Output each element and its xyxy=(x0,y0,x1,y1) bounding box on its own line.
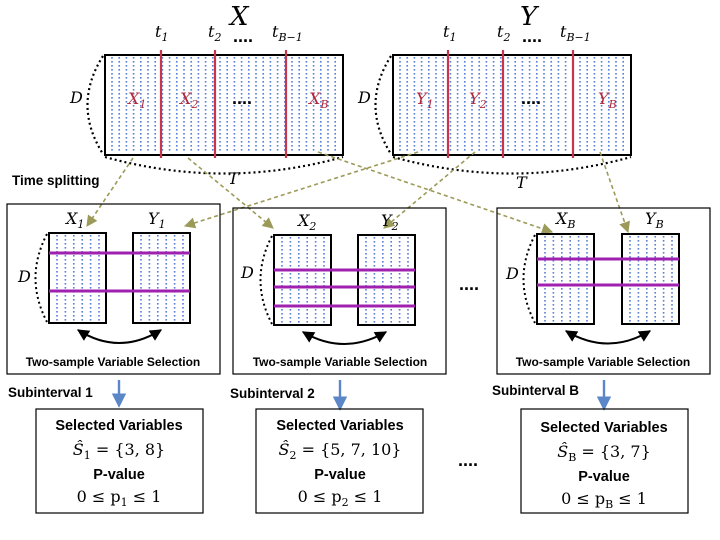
subinterval-b-label: Subinterval B xyxy=(492,383,579,398)
x-tick-1: t1 xyxy=(155,22,168,44)
panel-1-caption: Two-sample Variable Selection xyxy=(26,355,201,369)
result-b-set: ŜB = {3, 7} xyxy=(557,441,651,464)
x-t-label: T xyxy=(228,169,240,188)
y-t-label: T xyxy=(516,173,528,192)
panel-b-y-label: YB xyxy=(645,209,664,231)
x-tick-dots: .... xyxy=(233,26,253,46)
panel-2-y-label: Y2 xyxy=(381,211,399,233)
x-d-label: D xyxy=(69,88,83,107)
result-2-title: Selected Variables xyxy=(276,418,403,434)
subinterval-1-label: Subinterval 1 xyxy=(8,385,93,400)
arrow-xb-to-panelb xyxy=(317,151,554,235)
top-y-block: Y t1 t2 .... tB−1 Y1 Y2 .... YB D T xyxy=(357,2,632,192)
panel-b-d-label: D xyxy=(505,264,519,283)
x-tick-2: t2 xyxy=(208,22,221,44)
panel-2-compare-arrow xyxy=(301,331,388,345)
result-2-pvalue-label: P-value xyxy=(314,467,366,483)
panel-2-d-brace xyxy=(259,235,273,325)
results-between-dots: .... xyxy=(458,450,478,470)
panel-2: X2 Y2 D Two-sample Variable Selection xyxy=(232,207,447,375)
split-arrows xyxy=(86,151,630,235)
result-b-pvalue-label: P-value xyxy=(578,469,630,485)
result-box-2-frame xyxy=(255,408,424,514)
panel-2-frame xyxy=(232,207,447,375)
top-x-block: X t1 t2 .... tB−1 X1 X2 .... XB D T xyxy=(69,2,344,188)
result-1-set: Ŝ1 = {3, 8} xyxy=(73,439,165,462)
time-splitting-label: Time splitting xyxy=(12,173,100,188)
panels-between-dots: .... xyxy=(459,274,479,294)
result-1-title: Selected Variables xyxy=(55,418,182,434)
arrow-x2-to-panel2 xyxy=(187,157,274,229)
y-segment-2: Y2 xyxy=(469,89,487,111)
panel-b-compare-arrow xyxy=(564,330,652,345)
y-segment-1: Y1 xyxy=(416,89,434,111)
x-segment-1: X1 xyxy=(126,89,146,111)
panel-1-compare-arrow xyxy=(76,329,163,344)
result-1-pvalue-range: 0 ≤ p1 ≤ 1 xyxy=(77,487,162,509)
y-matrix-columns xyxy=(399,57,625,153)
y-tick-2: t2 xyxy=(497,22,510,44)
result-2-pvalue-range: 0 ≤ p2 ≤ 1 xyxy=(298,487,383,509)
x-d-brace xyxy=(86,55,104,155)
arrow-x1-to-panel1 xyxy=(86,157,134,227)
panel-2-d-label: D xyxy=(240,263,254,282)
result-2-set: Ŝ2 = {5, 7, 10} xyxy=(279,439,402,462)
panel-1-y-label: Y1 xyxy=(148,209,166,231)
result-box-1: Selected Variables Ŝ1 = {3, 8} P-value 0… xyxy=(35,408,204,514)
y-middle-dots: .... xyxy=(521,88,541,108)
subinterval-2-label: Subinterval 2 xyxy=(230,386,315,401)
arrow-y1-to-panel1 xyxy=(183,151,419,229)
panel-1-x-label: X1 xyxy=(64,209,84,231)
panel-2-caption: Two-sample Variable Selection xyxy=(253,355,428,369)
x-matrix-frame xyxy=(104,54,344,156)
x-matrix-columns xyxy=(111,57,337,153)
panel-b-x-label: XB xyxy=(554,209,575,231)
y-segment-b: YB xyxy=(598,89,617,111)
y-t-brace xyxy=(392,155,632,175)
panel-b: XB YB D Two-sample Variable Selection xyxy=(496,207,711,375)
panel-1-d-brace xyxy=(34,233,48,323)
y-tick-1: t1 xyxy=(443,22,456,44)
panel-1-frame xyxy=(6,203,221,375)
x-t-brace xyxy=(104,155,344,175)
result-box-b: Selected Variables ŜB = {3, 7} P-value 0… xyxy=(520,408,689,514)
arrow-yb-to-panelb xyxy=(599,151,630,234)
x-segment-2: X2 xyxy=(178,89,198,111)
panel-b-frame xyxy=(496,207,711,375)
panel-b-y-matrix xyxy=(621,233,680,325)
y-matrix-frame xyxy=(392,54,632,156)
x-segment-b: XB xyxy=(307,89,328,111)
panel-1-d-label: D xyxy=(17,267,31,286)
y-tick-dots: .... xyxy=(522,26,542,46)
y-d-label: D xyxy=(357,88,371,107)
result-box-2: Selected Variables Ŝ2 = {5, 7, 10} P-val… xyxy=(255,408,424,514)
y-d-brace xyxy=(374,55,392,155)
panel-b-caption: Two-sample Variable Selection xyxy=(516,355,691,369)
panel-1-y-matrix xyxy=(132,232,191,324)
panel-1: X1 Y1 D Two-sample Variable Selection xyxy=(6,203,221,375)
y-tick-3: tB−1 xyxy=(560,22,591,44)
result-box-1-frame xyxy=(35,408,204,514)
panel-b-x-matrix xyxy=(536,233,595,325)
panel-2-x-matrix xyxy=(273,234,332,326)
result-b-pvalue-range: 0 ≤ pB ≤ 1 xyxy=(561,489,647,511)
x-title: X xyxy=(228,2,250,32)
panel-b-d-brace xyxy=(522,234,536,324)
result-box-b-frame xyxy=(520,408,689,514)
x-tick-3: tB−1 xyxy=(272,22,303,44)
selection-panels: X1 Y1 D Two-sample Variable Selection X2… xyxy=(6,203,711,375)
y-title: Y xyxy=(520,2,540,32)
panel-1-x-matrix xyxy=(48,232,107,324)
panel-2-y-matrix xyxy=(357,234,416,326)
arrow-y2-to-panel2 xyxy=(383,151,476,229)
x-middle-dots: .... xyxy=(232,88,252,108)
result-1-pvalue-label: P-value xyxy=(93,467,145,483)
result-b-title: Selected Variables xyxy=(540,420,667,436)
panel-2-x-label: X2 xyxy=(296,211,316,233)
